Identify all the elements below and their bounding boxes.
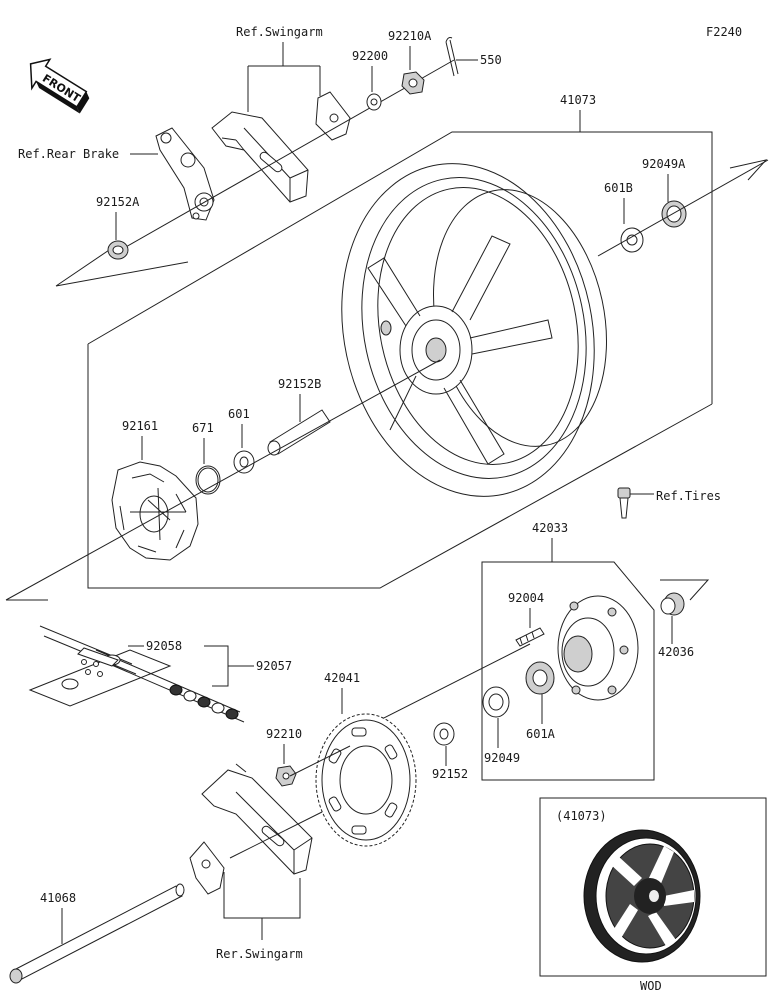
collar-42036 — [660, 592, 685, 616]
axle-line-left — [5, 359, 441, 601]
label-601A: 601A — [526, 727, 556, 741]
collar-92152B — [267, 409, 331, 456]
right-frame-line-upper — [729, 159, 768, 181]
cotter-pin-550 — [445, 37, 459, 77]
label-92058: 92058 — [146, 639, 182, 653]
axle-41068 — [9, 883, 185, 984]
oil-seal-92049A — [661, 200, 687, 228]
stud-92004 — [515, 627, 545, 647]
washer-92200 — [366, 93, 382, 111]
figure-code: F2240 — [706, 25, 742, 39]
label-550: 550 — [480, 53, 502, 67]
rear-wheel-41073 — [341, 163, 607, 497]
ref-rear-brake: Ref.Rear Brake — [18, 147, 119, 161]
label-42041: 42041 — [324, 671, 360, 685]
axle-line-upper — [123, 59, 455, 249]
chain-adjuster-plate — [189, 841, 225, 895]
inset-box — [539, 797, 767, 977]
label-92210A: 92210A — [388, 29, 432, 43]
label-92049A: 92049A — [642, 157, 686, 171]
axle-line-coupling — [379, 643, 531, 721]
swingarm-bracket-top — [247, 42, 321, 112]
ref-swingarm-top: Ref.Swingarm — [236, 25, 323, 39]
ref-tires: Ref.Tires — [656, 489, 721, 503]
bearing-601B — [620, 227, 644, 253]
nut-92210A — [401, 71, 425, 95]
nut-92210 — [275, 765, 297, 787]
label-42033: 42033 — [532, 521, 568, 535]
swingarm-bracket-bottom — [223, 872, 301, 940]
oil-seal-92049 — [482, 686, 510, 718]
label-41073: 41073 — [560, 93, 596, 107]
inset-caption: WOD — [640, 979, 662, 993]
label-42036: 42036 — [658, 645, 694, 659]
label-92200: 92200 — [352, 49, 388, 63]
chain-92057 — [28, 625, 245, 723]
label-92210: 92210 — [266, 727, 302, 741]
label-92004: 92004 — [508, 591, 544, 605]
sprocket-coupling-42033 — [557, 595, 639, 701]
front-arrow-icon: FRONT — [29, 58, 90, 114]
hub-damper-92161 — [111, 461, 199, 561]
wheel-assembly-frame — [87, 131, 713, 589]
collar-92152 — [433, 722, 455, 746]
caliper-bracket-top — [211, 111, 309, 203]
label-601B: 601B — [604, 181, 633, 195]
label-92152B: 92152B — [278, 377, 321, 391]
axle-line-right — [597, 159, 769, 257]
label-92161: 92161 — [122, 419, 158, 433]
tire-valve-icon — [617, 487, 631, 519]
label-92152: 92152 — [432, 767, 468, 781]
bearing-601 — [233, 450, 255, 474]
label-41068: 41068 — [40, 891, 76, 905]
brake-torque-plate — [315, 91, 351, 141]
o-ring-671 — [195, 465, 221, 495]
inset-part-ref: (41073) — [556, 809, 607, 823]
stud-line — [289, 745, 351, 777]
collar-92152A — [107, 240, 129, 260]
label-92152A: 92152A — [96, 195, 140, 209]
label-671: 671 — [192, 421, 214, 435]
inset-wheel-photo — [583, 829, 701, 963]
label-601: 601 — [228, 407, 250, 421]
axle-line-lower — [229, 811, 323, 859]
coupling-assembly-frame — [481, 561, 655, 781]
right-frame-line-lower — [660, 579, 710, 601]
label-92049: 92049 — [484, 751, 520, 765]
rear-brake-linkage — [155, 127, 215, 221]
label-92057: 92057 — [256, 659, 292, 673]
swingarm-end-bottom — [201, 763, 313, 875]
rear-sprocket-42041 — [315, 713, 417, 847]
bearing-601A — [525, 661, 555, 695]
ref-swingarm-bottom: Rer.Swingarm — [216, 947, 303, 961]
